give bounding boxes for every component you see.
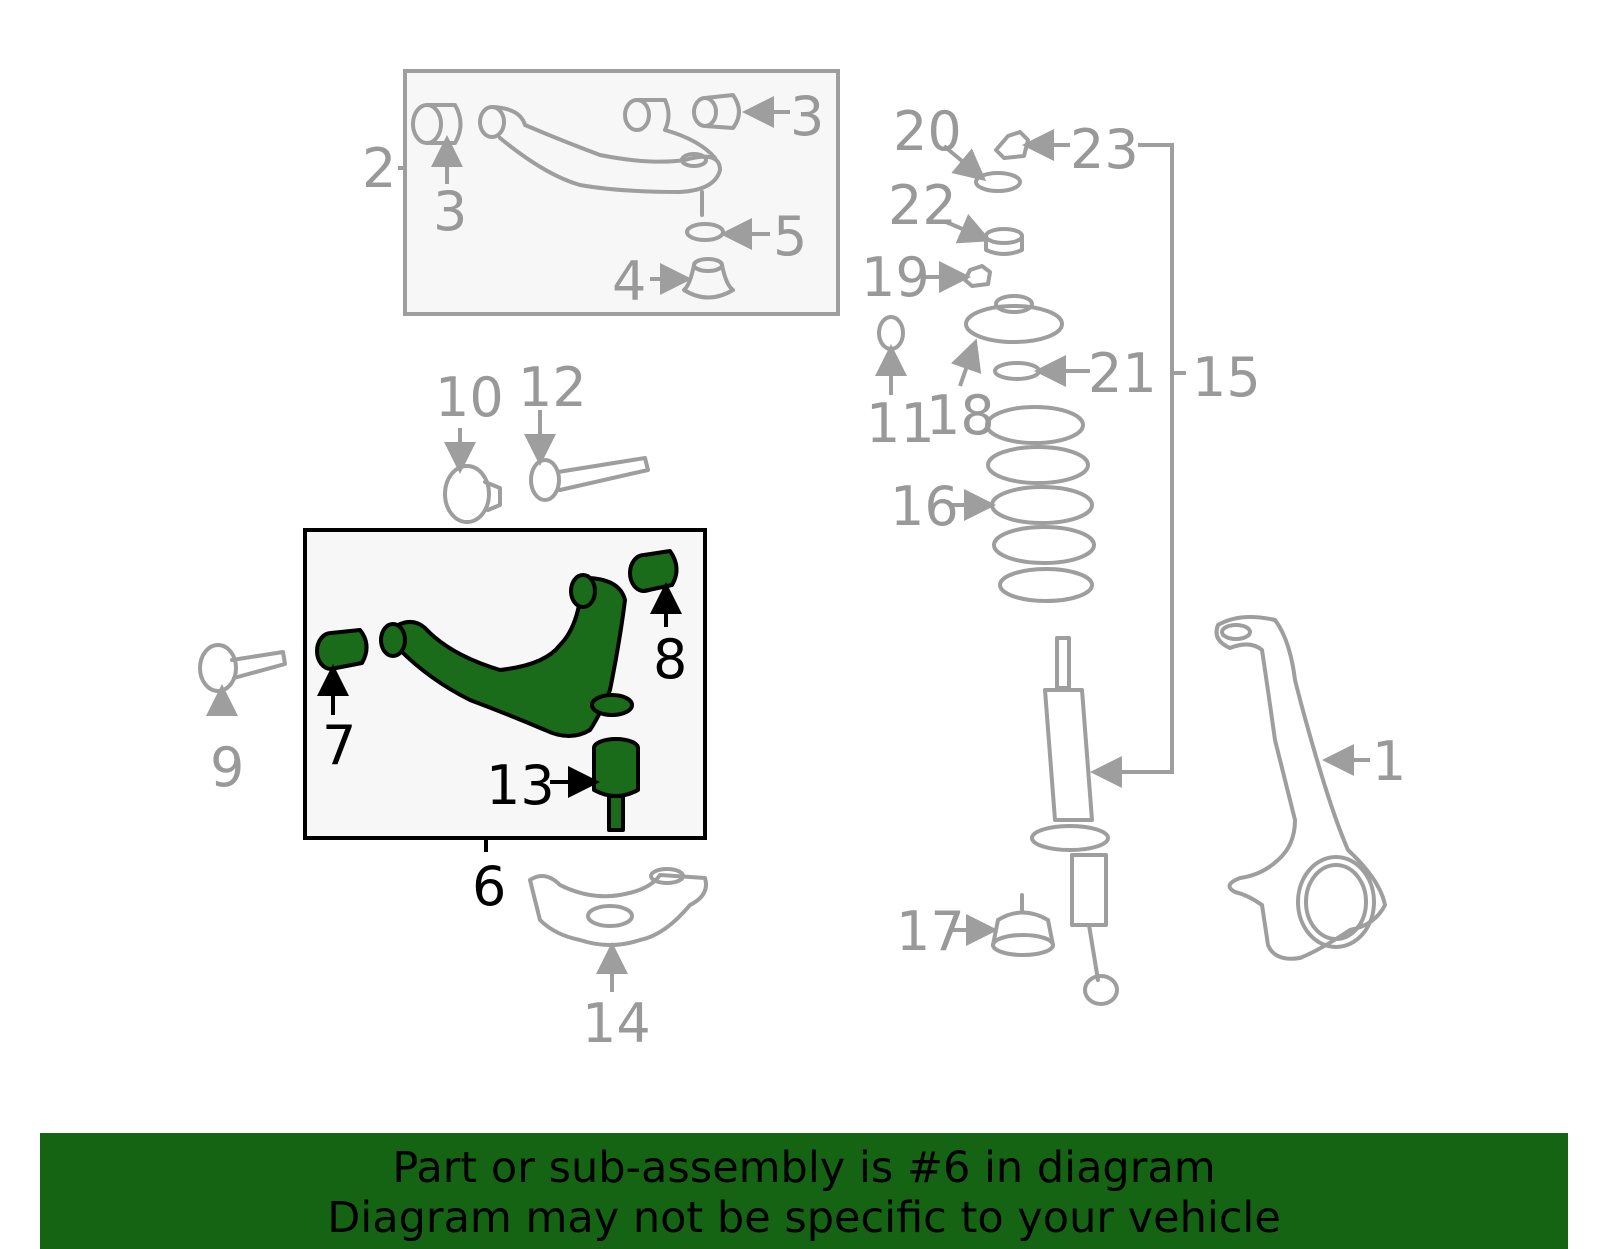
nut-11-part xyxy=(877,315,905,351)
banner-line-1: Part or sub-assembly is #6 in diagram xyxy=(392,1143,1216,1193)
washer-20-part xyxy=(974,171,1022,193)
coil-spring-16-part xyxy=(985,405,1096,603)
callout-23: 23 xyxy=(1070,118,1139,181)
bolt-9-part xyxy=(198,643,238,693)
callout-13: 13 xyxy=(486,754,555,817)
bracket-14-group: 14 xyxy=(528,867,708,1055)
callout-7: 7 xyxy=(322,714,356,777)
bolt-12-part xyxy=(529,458,561,502)
callout-9: 9 xyxy=(210,736,244,799)
callout-15: 15 xyxy=(1192,346,1261,409)
callout-5: 5 xyxy=(773,205,807,268)
strut-assembly-group: 23 20 22 19 11 18 21 15 16 17 xyxy=(861,100,1261,1006)
callout-10: 10 xyxy=(435,366,504,429)
bushing-22-part xyxy=(984,227,1024,245)
info-banner: Part or sub-assembly is #6 in diagram Di… xyxy=(40,1133,1568,1249)
callout-21: 21 xyxy=(1088,342,1157,405)
callout-14: 14 xyxy=(582,992,651,1055)
cam-bolts-group: 10 12 xyxy=(435,356,650,524)
callout-20: 20 xyxy=(893,100,962,163)
cam-10-part xyxy=(443,464,491,524)
nut-23-part xyxy=(994,130,1030,160)
callout-12: 12 xyxy=(518,356,587,419)
callout-22: 22 xyxy=(888,174,957,237)
bumper-17-part xyxy=(991,933,1055,957)
bolt-9-group: 9 xyxy=(198,643,287,799)
bracket-14-part xyxy=(528,873,708,947)
washer-21-part xyxy=(993,361,1041,381)
callout-1: 1 xyxy=(1372,730,1406,793)
nut-19-part xyxy=(963,264,992,288)
upper-arm-group: 2 3 3 5 4 xyxy=(362,69,840,316)
callout-4: 4 xyxy=(612,250,646,313)
callout-2: 2 xyxy=(362,137,396,200)
callout-3-right: 3 xyxy=(790,85,824,148)
knuckle-1-part xyxy=(1214,614,1387,961)
mount-18-part xyxy=(964,304,1064,344)
knuckle-group: 1 xyxy=(1214,614,1406,961)
callout-16: 16 xyxy=(890,475,959,538)
banner-line-2: Diagram may not be specific to your vehi… xyxy=(327,1193,1281,1243)
callout-6: 6 xyxy=(472,855,506,918)
callout-8: 8 xyxy=(653,628,687,691)
callout-11: 11 xyxy=(866,392,935,455)
callout-3-left: 3 xyxy=(433,180,467,243)
shock-absorber-part xyxy=(1030,636,1119,1006)
callout-18: 18 xyxy=(926,384,995,447)
lower-arm-assembly-group: 8 7 13 6 xyxy=(303,528,707,918)
lower-arm-part xyxy=(388,576,627,738)
callout-17: 17 xyxy=(896,900,965,963)
callout-19: 19 xyxy=(861,246,930,309)
